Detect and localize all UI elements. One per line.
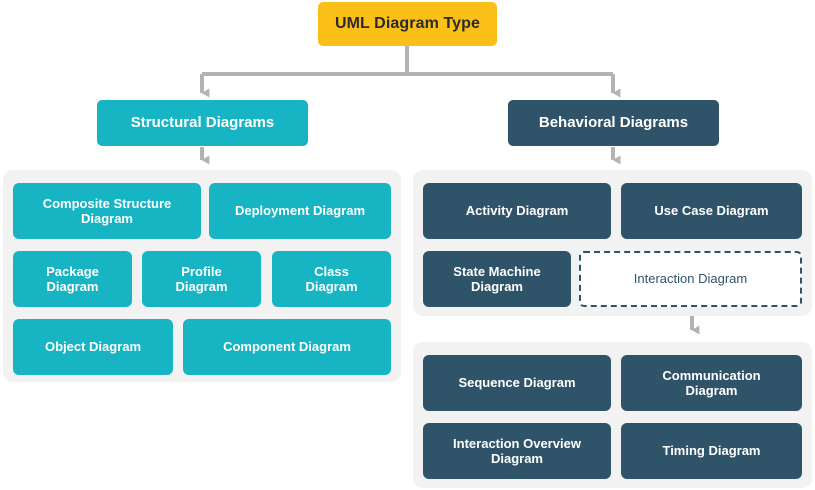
node-use-case-diagram[interactable]: Use Case Diagram: [621, 183, 802, 239]
node-label: Communication Diagram: [662, 367, 761, 398]
node-label: Interaction Overview Diagram: [453, 435, 581, 466]
node-label: Composite Structure Diagram: [42, 195, 172, 226]
node-composite-structure-diagram[interactable]: Composite Structure Diagram: [13, 183, 201, 239]
node-behavioral-diagrams[interactable]: Behavioral Diagrams: [508, 100, 719, 146]
node-class-diagram[interactable]: Class Diagram: [272, 251, 391, 307]
node-label: Class Diagram: [305, 263, 358, 294]
node-label: Component Diagram: [223, 339, 351, 355]
node-timing-diagram[interactable]: Timing Diagram: [621, 423, 802, 479]
node-label: Object Diagram: [44, 339, 142, 355]
node-label: Timing Diagram: [662, 443, 761, 459]
node-label: Profile Diagram: [175, 263, 228, 294]
node-package-diagram[interactable]: Package Diagram: [13, 251, 132, 307]
node-component-diagram[interactable]: Component Diagram: [183, 319, 391, 375]
node-activity-diagram[interactable]: Activity Diagram: [423, 183, 611, 239]
node-label: Use Case Diagram: [654, 203, 769, 219]
node-label: Behavioral Diagrams: [538, 114, 689, 132]
node-object-diagram[interactable]: Object Diagram: [13, 319, 173, 375]
node-sequence-diagram[interactable]: Sequence Diagram: [423, 355, 611, 411]
node-state-machine-diagram[interactable]: State Machine Diagram: [423, 251, 571, 307]
node-communication-diagram[interactable]: Communication Diagram: [621, 355, 802, 411]
node-interaction-overview-diagram[interactable]: Interaction Overview Diagram: [423, 423, 611, 479]
node-label: State Machine Diagram: [453, 263, 541, 294]
node-uml-diagram-type[interactable]: UML Diagram Type: [318, 2, 497, 46]
node-label: Deployment Diagram: [234, 203, 366, 219]
node-interaction-diagram[interactable]: Interaction Diagram: [579, 251, 802, 307]
node-label: Sequence Diagram: [458, 375, 576, 391]
node-label: UML Diagram Type: [334, 14, 481, 32]
node-structural-diagrams[interactable]: Structural Diagrams: [97, 100, 308, 146]
node-label: Activity Diagram: [465, 203, 569, 219]
node-profile-diagram[interactable]: Profile Diagram: [142, 251, 261, 307]
node-label: Package Diagram: [46, 263, 99, 294]
node-label: Structural Diagrams: [130, 114, 275, 132]
node-label: Interaction Diagram: [633, 271, 748, 287]
node-deployment-diagram[interactable]: Deployment Diagram: [209, 183, 391, 239]
